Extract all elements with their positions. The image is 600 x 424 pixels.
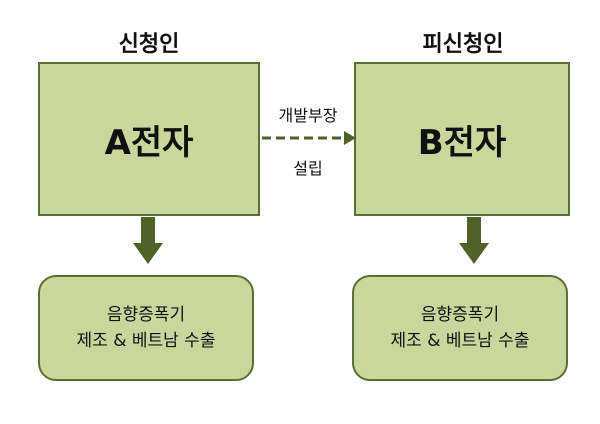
outcome-box-a: 음향증폭기 제조 & 베트남 수출 bbox=[38, 275, 254, 381]
party-name-a: A전자 bbox=[104, 122, 194, 163]
dashed-arrow-a-to-b bbox=[262, 131, 356, 145]
party-box-b: B전자 bbox=[354, 62, 570, 216]
outcome-b-line1: 음향증폭기 bbox=[420, 305, 500, 325]
party-name-b: B전자 bbox=[417, 122, 507, 163]
outcome-b-line2: 제조 & 베트남 수출 bbox=[390, 331, 530, 351]
down-arrow-a bbox=[133, 217, 163, 264]
party-box-a: A전자 bbox=[38, 62, 260, 216]
down-arrow-b bbox=[459, 217, 489, 264]
outcome-a-line2: 제조 & 베트남 수출 bbox=[76, 331, 216, 351]
outcome-a-line1: 음향증폭기 bbox=[106, 305, 186, 325]
link-label-top: 개발부장 bbox=[278, 106, 338, 125]
link-label-bottom: 설립 bbox=[293, 159, 323, 178]
outcome-box-b: 음향증폭기 제조 & 베트남 수출 bbox=[352, 275, 568, 381]
respondent-label: 피신청인 bbox=[422, 32, 504, 57]
applicant-label: 신청인 bbox=[118, 32, 180, 57]
